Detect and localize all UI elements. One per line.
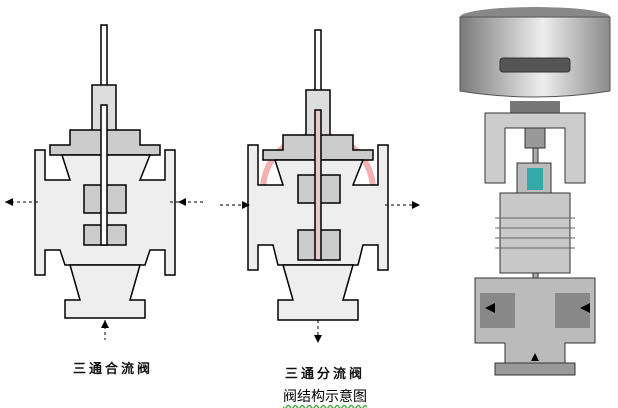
mixing-valve-caption: 三通合流阀 [73,362,154,377]
figure-title: 阀结构示意图 [283,389,367,405]
diverting-valve-drawing [220,29,420,343]
actuated-valve-drawing [459,7,611,376]
mixing-valve-drawing [5,24,205,340]
diverting-valve-caption: 三通分流阀 [285,367,366,382]
